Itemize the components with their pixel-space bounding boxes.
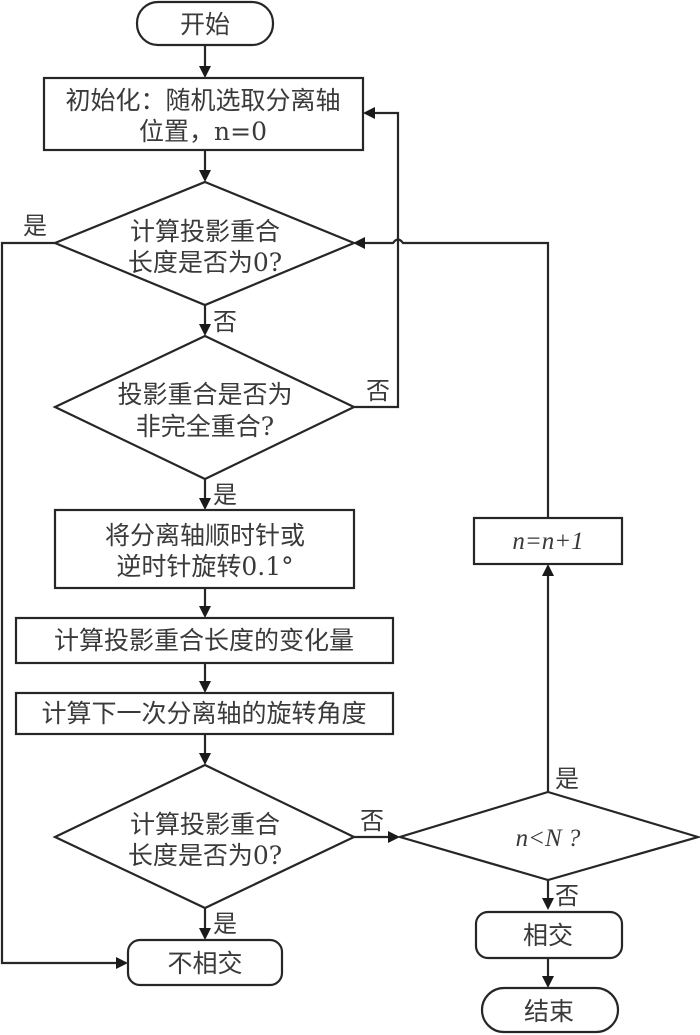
- edge-increment-decision1: [363, 238, 550, 518]
- node-calc-angle: 计算下一次分离轴的旋转角度: [14, 691, 395, 736]
- process-shape: [14, 691, 395, 736]
- arrowhead: [353, 237, 365, 249]
- edge-decision2-no: [354, 111, 400, 409]
- decision-shape: [52, 180, 357, 307]
- node-decision-n: n<N ?: [396, 790, 700, 882]
- node-decision2: 投影重合是否为 非完全重合?: [52, 334, 357, 481]
- decision-shape: [52, 334, 357, 481]
- node-rotate-line1: 将分离轴顺时针或: [105, 521, 305, 550]
- arrowhead: [542, 976, 554, 988]
- node-init-line1: 初始化：随机选取分离轴: [65, 86, 340, 115]
- edge-label-d2-yes: 是: [213, 481, 237, 509]
- node-intersect: 相交: [474, 910, 624, 960]
- edge-label-d1-no: 否: [213, 308, 237, 336]
- node-end: 结束: [480, 986, 620, 1034]
- node-init-line2: 位置，n=0: [139, 117, 267, 146]
- terminator-shape: [474, 910, 624, 960]
- edge-label-d3-no: 否: [360, 807, 384, 835]
- edge-label-dn-yes: 是: [555, 765, 579, 793]
- arrowhead: [199, 324, 211, 336]
- node-calc-angle-text: 计算下一次分离轴的旋转角度: [41, 699, 366, 728]
- node-calc-change-text: 计算投影重合长度的变化量: [54, 626, 354, 655]
- process-shape: [14, 616, 395, 665]
- process-shape: [53, 508, 356, 590]
- node-decision1-line2: 长度是否为0?: [128, 248, 282, 277]
- arrowhead: [363, 107, 375, 119]
- node-increment-text: n=n+1: [512, 528, 583, 555]
- arrowhead: [199, 170, 211, 182]
- node-init: 初始化：随机选取分离轴 位置，n=0: [42, 76, 365, 152]
- node-start-text: 开始: [180, 10, 230, 39]
- arrowhead: [388, 831, 400, 843]
- edge-label-d2-no: 否: [366, 377, 390, 405]
- arrowhead: [116, 957, 128, 969]
- node-decision2-line2: 非完全重合?: [136, 412, 274, 441]
- edge-decision1-yes: [0, 241, 118, 965]
- terminator-shape: [135, 0, 275, 47]
- node-intersect-text: 相交: [523, 921, 573, 950]
- node-decision-n-text: n<N ?: [516, 825, 581, 852]
- node-start: 开始: [135, 0, 275, 47]
- arrowhead: [542, 898, 554, 910]
- edge-label-dn-no: 否: [555, 882, 579, 910]
- node-increment: n=n+1: [472, 516, 624, 566]
- arrowhead: [199, 753, 211, 765]
- arrowhead: [542, 564, 554, 576]
- node-no-intersect-text: 不相交: [167, 949, 242, 978]
- node-no-intersect: 不相交: [126, 938, 284, 987]
- edge-label-d3-yes: 是: [213, 910, 237, 938]
- node-decision1-line1: 计算投影重合: [130, 217, 280, 246]
- node-decision3-line2: 长度是否为0?: [128, 841, 282, 870]
- node-decision3-line1: 计算投影重合: [130, 810, 280, 839]
- decision-shape: [396, 790, 700, 882]
- node-rotate-line2: 逆时针旋转0.1°: [116, 552, 293, 581]
- arrowhead: [199, 928, 211, 940]
- decision-shape: [52, 763, 357, 910]
- node-end-text: 结束: [524, 997, 574, 1026]
- edge-label-d1-yes: 是: [23, 212, 47, 240]
- arrowhead: [199, 498, 211, 510]
- arrowhead: [199, 681, 211, 693]
- process-shape: [42, 76, 365, 152]
- terminator-shape: [480, 986, 620, 1034]
- node-decision1: 计算投影重合 长度是否为0?: [52, 180, 357, 307]
- process-shape: [472, 516, 624, 566]
- arrowhead: [199, 66, 211, 78]
- terminator-shape: [126, 938, 284, 987]
- node-calc-change: 计算投影重合长度的变化量: [14, 616, 395, 665]
- node-rotate: 将分离轴顺时针或 逆时针旋转0.1°: [53, 508, 356, 590]
- node-decision3: 计算投影重合 长度是否为0?: [52, 763, 357, 910]
- arrowhead: [199, 606, 211, 618]
- node-decision2-line1: 投影重合是否为: [117, 380, 292, 409]
